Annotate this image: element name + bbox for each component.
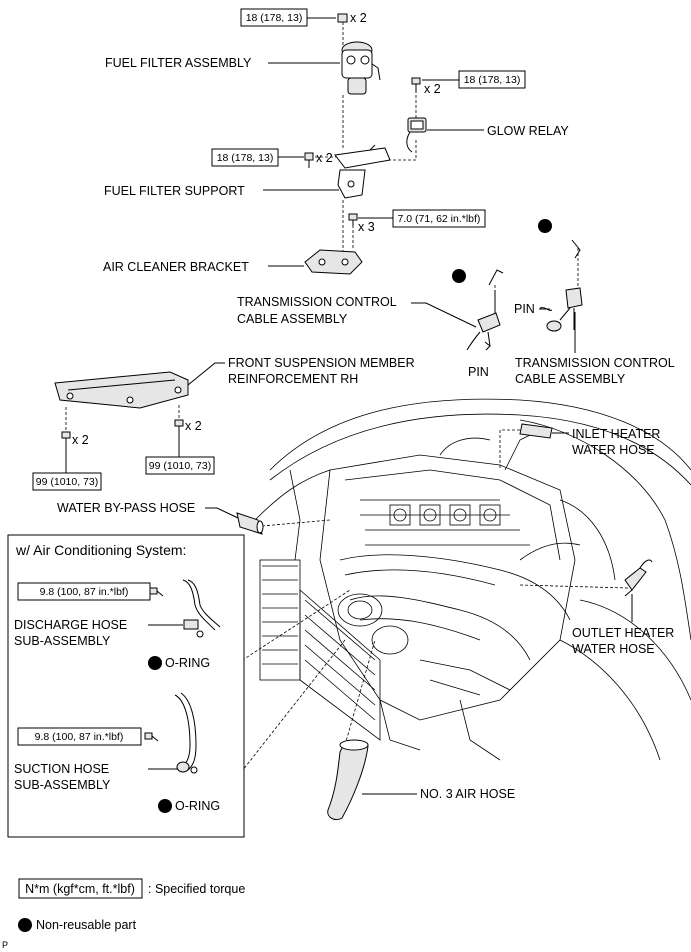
- discharge-hose-label: DISCHARGE HOSE: [14, 618, 127, 632]
- nonreusable-marker-icon: [158, 799, 172, 813]
- svg-text:99 (1010, 73): 99 (1010, 73): [36, 476, 98, 488]
- fuel-filter-support-label: FUEL FILTER SUPPORT: [104, 184, 245, 198]
- bolt-icon: [304, 152, 314, 168]
- svg-text:18 (178, 13): 18 (178, 13): [246, 12, 303, 24]
- fuel-filter-assembly-label: FUEL FILTER ASSEMBLY: [105, 56, 252, 70]
- torque-spec-9.8-discharge: 9.8 (100, 87 in.*lbf): [40, 586, 129, 598]
- transmission-control-cable-right-label: TRANSMISSION CONTROL: [515, 356, 675, 370]
- quantity-label: x 2: [316, 151, 333, 165]
- front-suspension-member-reinforcement-part[interactable]: [54, 371, 189, 409]
- no3-air-hose-part[interactable]: [327, 739, 369, 821]
- bolt-icon: [348, 213, 358, 226]
- air-cleaner-bracket-label: AIR CLEANER BRACKET: [103, 260, 249, 274]
- bolt-icon: [144, 732, 159, 742]
- transmission-control-cable-right-part[interactable]: [538, 219, 583, 332]
- bolt-icon: [174, 419, 184, 442]
- bolt-icon: [61, 431, 71, 455]
- transmission-control-cable-left-label-2: CABLE ASSEMBLY: [237, 312, 348, 326]
- suction-hose-part[interactable]: [174, 692, 198, 774]
- inlet-heater-hose-label: INLET HEATER: [572, 427, 660, 441]
- ac-panel-title: w/ Air Conditioning System:: [15, 542, 186, 558]
- glow-relay-label: GLOW RELAY: [487, 124, 569, 138]
- discharge-hose-part[interactable]: [182, 579, 221, 638]
- svg-text:7.0 (71, 62 in.*lbf): 7.0 (71, 62 in.*lbf): [398, 213, 481, 225]
- suction-hose-label: SUCTION HOSE: [14, 762, 109, 776]
- discharge-hose-label-2: SUB-ASSEMBLY: [14, 634, 111, 648]
- nonreusable-marker-icon: [538, 219, 552, 233]
- bolt-icon: [149, 587, 164, 597]
- nonreusable-marker-icon: [452, 269, 466, 283]
- pin-label-right: PIN: [514, 302, 535, 316]
- suction-hose-label-2: SUB-ASSEMBLY: [14, 778, 111, 792]
- air-cleaner-bracket-part[interactable]: [304, 249, 363, 275]
- legend-torque-box: N*m (kgf*cm, ft.*lbf): [25, 882, 135, 896]
- legend-torque-desc: : Specified torque: [148, 882, 245, 896]
- quantity-label: x 2: [185, 419, 202, 433]
- nonreusable-marker-icon: [18, 918, 32, 932]
- inlet-heater-hose-label-2: WATER HOSE: [572, 443, 655, 457]
- quantity-label: x 2: [350, 11, 367, 25]
- front-suspension-member-label-2: REINFORCEMENT RH: [228, 372, 358, 386]
- legend: N*m (kgf*cm, ft.*lbf) : Specified torque…: [18, 878, 245, 932]
- torque-spec-99-right: 99 (1010, 73): [145, 456, 215, 475]
- legend-nonreusable: Non-reusable part: [36, 918, 137, 932]
- fuel-filter-assembly-part[interactable]: [341, 41, 381, 95]
- front-suspension-member-label: FRONT SUSPENSION MEMBER: [228, 356, 415, 370]
- torque-spec-18-support: 18 (178, 13): [211, 148, 279, 167]
- quantity-label: x 2: [424, 82, 441, 96]
- quantity-label: x 2: [72, 433, 89, 447]
- outlet-heater-water-hose-part[interactable]: [624, 559, 653, 597]
- water-bypass-hose-part[interactable]: [236, 512, 264, 535]
- torque-spec-99-left: 99 (1010, 73): [32, 472, 102, 491]
- o-ring-label: O-RING: [165, 656, 210, 670]
- outlet-heater-hose-label: OUTLET HEATER: [572, 626, 674, 640]
- engine-compartment-illustration: [254, 398, 691, 761]
- bolt-icon: [411, 77, 421, 92]
- quantity-label: x 3: [358, 220, 375, 234]
- fuel-filter-support-part[interactable]: [334, 144, 391, 199]
- svg-text:18 (178, 13): 18 (178, 13): [217, 152, 274, 164]
- outlet-heater-hose-label-2: WATER HOSE: [572, 642, 655, 656]
- torque-spec-18-glow: 18 (178, 13): [458, 70, 526, 89]
- inlet-heater-water-hose-part[interactable]: [519, 423, 553, 439]
- nonreusable-marker-icon: [148, 656, 162, 670]
- svg-text:18 (178, 13): 18 (178, 13): [464, 74, 521, 86]
- torque-spec-7: 7.0 (71, 62 in.*lbf): [392, 209, 486, 228]
- nut-icon: [337, 13, 348, 23]
- torque-spec-9.8-suction: 9.8 (100, 87 in.*lbf): [35, 731, 124, 743]
- torque-spec-18-top: 18 (178, 13): [240, 8, 308, 27]
- transmission-control-cable-right-label-2: CABLE ASSEMBLY: [515, 372, 626, 386]
- glow-relay-part[interactable]: [406, 117, 427, 153]
- pin-label-left: PIN: [468, 365, 489, 379]
- footer-code: P: [2, 940, 8, 950]
- water-bypass-hose-label: WATER BY-PASS HOSE: [57, 501, 195, 515]
- transmission-control-cable-left-label: TRANSMISSION CONTROL: [237, 295, 397, 309]
- air-conditioning-panel: w/ Air Conditioning System: 9.8 (100, 87…: [7, 534, 245, 838]
- no3-air-hose-label: NO. 3 AIR HOSE: [420, 787, 515, 801]
- transmission-control-cable-left-part[interactable]: [452, 269, 504, 351]
- o-ring-label: O-RING: [175, 799, 220, 813]
- svg-text:99 (1010, 73): 99 (1010, 73): [149, 460, 211, 472]
